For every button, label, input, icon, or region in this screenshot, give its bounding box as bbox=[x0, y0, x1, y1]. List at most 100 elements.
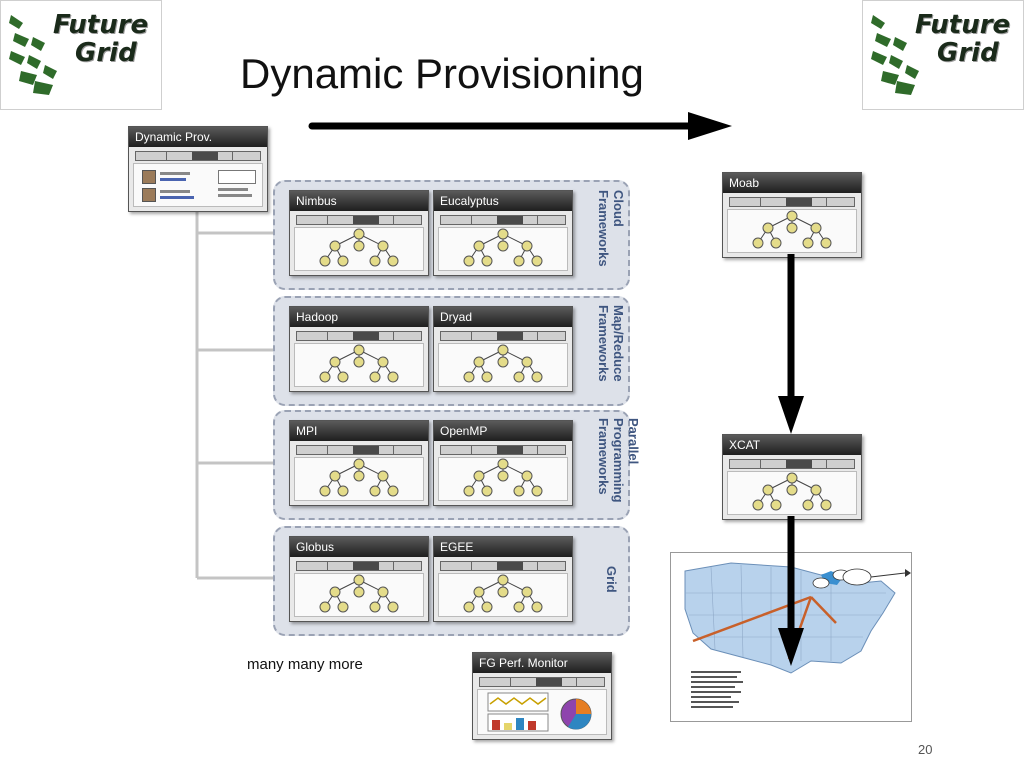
tree-node bbox=[521, 356, 533, 368]
tree-graph-icon bbox=[463, 344, 543, 383]
window-tabs[interactable] bbox=[296, 215, 422, 225]
tree-node bbox=[353, 574, 365, 586]
window-title: Eucalyptus bbox=[434, 191, 572, 211]
window-tabs[interactable] bbox=[440, 445, 566, 455]
window-tabs[interactable] bbox=[296, 331, 422, 341]
tree-node bbox=[377, 470, 389, 482]
perf-monitor-window[interactable]: FG Perf. Monitor bbox=[472, 652, 612, 740]
window-tabs[interactable] bbox=[729, 459, 855, 469]
tree-node bbox=[786, 222, 798, 234]
text-field[interactable] bbox=[218, 170, 256, 184]
window-body bbox=[133, 163, 263, 207]
hadoop-window[interactable]: Hadoop bbox=[289, 306, 429, 392]
tree-graph-icon bbox=[319, 574, 399, 613]
tree-node bbox=[752, 237, 764, 249]
tree-node bbox=[497, 344, 509, 356]
tree-node bbox=[319, 601, 331, 613]
mpi-window[interactable]: MPI bbox=[289, 420, 429, 506]
globus-window[interactable]: Globus bbox=[289, 536, 429, 622]
tree-node bbox=[481, 255, 493, 267]
window-title: FG Perf. Monitor bbox=[473, 653, 611, 673]
window-tabs[interactable] bbox=[296, 445, 422, 455]
more-frameworks-note: many many more bbox=[247, 656, 363, 673]
tree-node bbox=[329, 586, 341, 598]
window-title: OpenMP bbox=[434, 421, 572, 441]
tree-node bbox=[497, 240, 509, 252]
xcat-to-map-arrow bbox=[778, 516, 804, 666]
tree-node bbox=[463, 255, 475, 267]
tree-node bbox=[463, 601, 475, 613]
window-tabs[interactable] bbox=[296, 561, 422, 571]
tree-node bbox=[319, 485, 331, 497]
grid-emblem-icon bbox=[871, 15, 919, 95]
tree-node bbox=[531, 601, 543, 613]
tree-node bbox=[463, 485, 475, 497]
nimbus-window[interactable]: Nimbus bbox=[289, 190, 429, 276]
dynamic-prov-window[interactable]: Dynamic Prov. bbox=[128, 126, 268, 212]
tree-node bbox=[377, 356, 389, 368]
window-tabs[interactable] bbox=[440, 331, 566, 341]
eucalyptus-window[interactable]: Eucalyptus bbox=[433, 190, 573, 276]
list-line bbox=[218, 194, 252, 197]
tree-node bbox=[531, 255, 543, 267]
group-label-grid: Grid bbox=[604, 566, 619, 593]
window-body bbox=[294, 573, 424, 617]
tree-node bbox=[513, 255, 525, 267]
tree-graph-icon bbox=[319, 458, 399, 497]
window-tabs[interactable] bbox=[135, 151, 261, 161]
tree-node bbox=[473, 356, 485, 368]
xcat-window[interactable]: XCAT bbox=[722, 434, 862, 520]
tree-graph-icon bbox=[463, 458, 543, 497]
tree-node bbox=[521, 240, 533, 252]
tree-node bbox=[786, 210, 798, 222]
page-number: 20 bbox=[918, 742, 933, 757]
tree-node bbox=[820, 499, 832, 511]
tree-node bbox=[497, 470, 509, 482]
tree-node bbox=[337, 601, 349, 613]
tree-graph-icon bbox=[319, 344, 399, 383]
window-tabs[interactable] bbox=[440, 561, 566, 571]
window-body bbox=[438, 457, 568, 501]
tree-graph-icon bbox=[463, 574, 543, 613]
window-tabs[interactable] bbox=[479, 677, 605, 687]
tree-node bbox=[387, 255, 399, 267]
window-title: MPI bbox=[290, 421, 428, 441]
tree-node bbox=[521, 470, 533, 482]
tree-node bbox=[786, 484, 798, 496]
tree-node bbox=[752, 499, 764, 511]
tree-node bbox=[353, 228, 365, 240]
tree-graph-icon bbox=[463, 228, 543, 267]
tree-node bbox=[521, 586, 533, 598]
tree-node bbox=[481, 371, 493, 383]
tree-node bbox=[786, 472, 798, 484]
window-body bbox=[727, 209, 857, 253]
moab-to-xcat-arrow bbox=[778, 254, 804, 434]
list-line bbox=[160, 172, 190, 175]
window-title: Dynamic Prov. bbox=[129, 127, 267, 147]
window-body bbox=[438, 227, 568, 271]
tree-node bbox=[802, 237, 814, 249]
window-title: Moab bbox=[723, 173, 861, 193]
tree-node bbox=[513, 601, 525, 613]
line-graph-icon bbox=[487, 692, 549, 712]
window-tabs[interactable] bbox=[440, 215, 566, 225]
tree-node bbox=[337, 255, 349, 267]
list-line bbox=[160, 196, 194, 199]
dryad-window[interactable]: Dryad bbox=[433, 306, 573, 392]
tree-node bbox=[473, 470, 485, 482]
tree-node bbox=[387, 601, 399, 613]
tree-node bbox=[810, 222, 822, 234]
openmp-window[interactable]: OpenMP bbox=[433, 420, 573, 506]
egee-window[interactable]: EGEE bbox=[433, 536, 573, 622]
tree-node bbox=[369, 255, 381, 267]
tree-node bbox=[473, 586, 485, 598]
moab-window[interactable]: Moab bbox=[722, 172, 862, 258]
window-title: Nimbus bbox=[290, 191, 428, 211]
window-tabs[interactable] bbox=[729, 197, 855, 207]
